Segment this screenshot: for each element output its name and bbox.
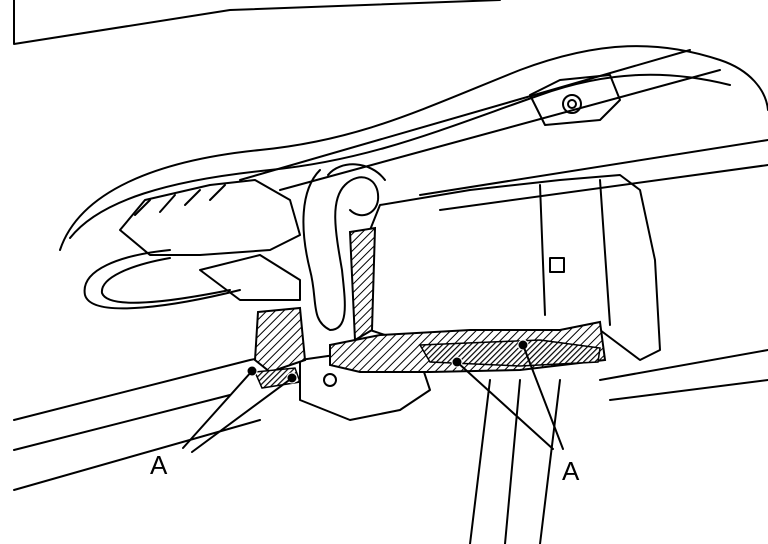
upper-panel-outline <box>13 0 501 45</box>
sealant-dense <box>418 339 601 367</box>
sealant-left-dense <box>253 367 302 389</box>
long-rail-1 <box>419 139 768 196</box>
roof-rail-inner <box>69 73 731 239</box>
upper-rail-2 <box>279 69 721 191</box>
lower-pillar <box>469 379 561 544</box>
sealant-left <box>253 306 307 374</box>
long-rail-2 <box>439 164 768 211</box>
leader-left-1 <box>182 370 253 449</box>
lower-floor <box>599 349 768 401</box>
sealant-vertical <box>348 226 377 342</box>
lower-sill-2 <box>13 394 231 451</box>
leader-right-2 <box>522 344 564 450</box>
connector-housing <box>119 179 301 256</box>
wire-loop-inner <box>100 257 231 304</box>
leader-right-1 <box>456 361 554 450</box>
upper-rail-1 <box>239 49 691 181</box>
mount-bracket <box>529 74 621 126</box>
callout-label-right: A <box>562 456 580 486</box>
mount-bolt <box>562 94 582 114</box>
roof-rail <box>59 45 768 251</box>
leader-left-2 <box>191 377 293 453</box>
callout-label-left: A <box>150 450 168 480</box>
base-plate <box>199 254 301 301</box>
housing-window <box>549 257 565 273</box>
wire-loop <box>83 249 241 310</box>
lower-sill-3 <box>13 419 261 491</box>
grab-handle <box>302 169 380 331</box>
